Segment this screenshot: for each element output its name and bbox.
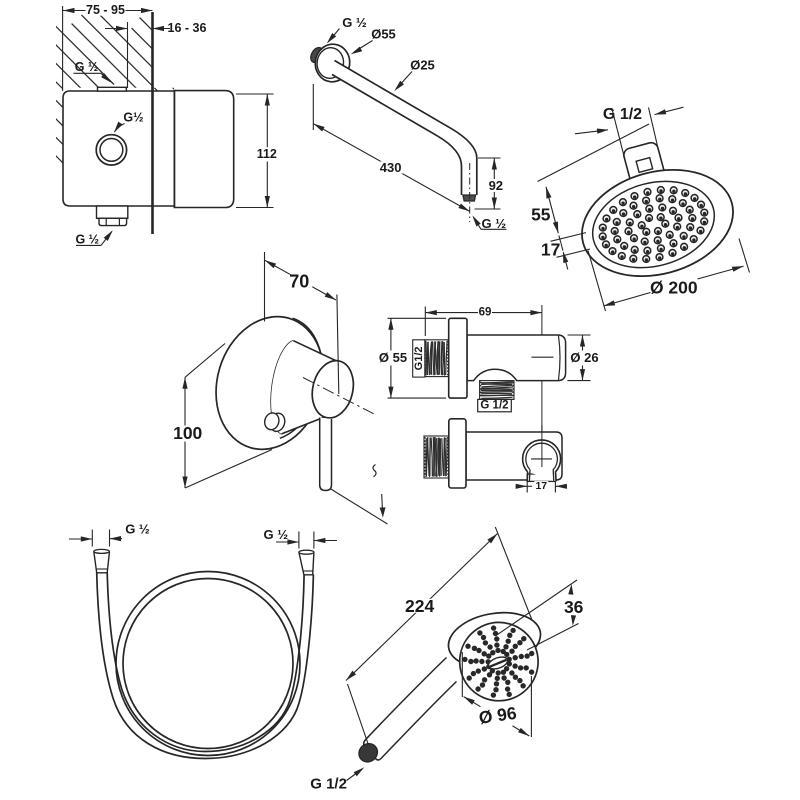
svg-text:G ½: G ½ (75, 60, 99, 74)
svg-text:55: 55 (531, 204, 551, 224)
svg-text:G ½: G ½ (75, 232, 99, 246)
svg-text:G 1/2: G 1/2 (603, 106, 642, 123)
svg-text:36: 36 (564, 597, 584, 617)
svg-text:G ½: G ½ (342, 15, 367, 30)
svg-text:430: 430 (380, 160, 402, 175)
svg-text:G 1/2: G 1/2 (310, 775, 347, 792)
svg-text:Ø 55: Ø 55 (379, 350, 407, 365)
svg-text:17: 17 (541, 239, 560, 259)
svg-text:100: 100 (173, 423, 202, 443)
svg-text:17: 17 (535, 480, 547, 492)
svg-text:G1/2: G1/2 (413, 346, 425, 370)
svg-text:92: 92 (489, 178, 503, 193)
svg-text:G ½: G ½ (125, 522, 150, 537)
svg-text:G ½: G ½ (264, 527, 289, 542)
svg-text:112: 112 (257, 147, 277, 161)
svg-text:16 - 36: 16 - 36 (168, 21, 207, 35)
svg-text:69: 69 (479, 306, 492, 318)
svg-text:G 1/2: G 1/2 (480, 399, 508, 411)
svg-text:Ø 200: Ø 200 (650, 278, 698, 298)
svg-text:G ½: G ½ (482, 216, 507, 231)
svg-text:Ø55: Ø55 (371, 27, 396, 42)
svg-text:70: 70 (289, 272, 309, 292)
svg-text:G½: G½ (123, 110, 143, 124)
svg-text:Ø 26: Ø 26 (570, 350, 598, 365)
svg-text:75 - 95: 75 - 95 (86, 3, 125, 17)
svg-text:224: 224 (405, 596, 434, 616)
svg-text:Ø25: Ø25 (410, 58, 435, 73)
